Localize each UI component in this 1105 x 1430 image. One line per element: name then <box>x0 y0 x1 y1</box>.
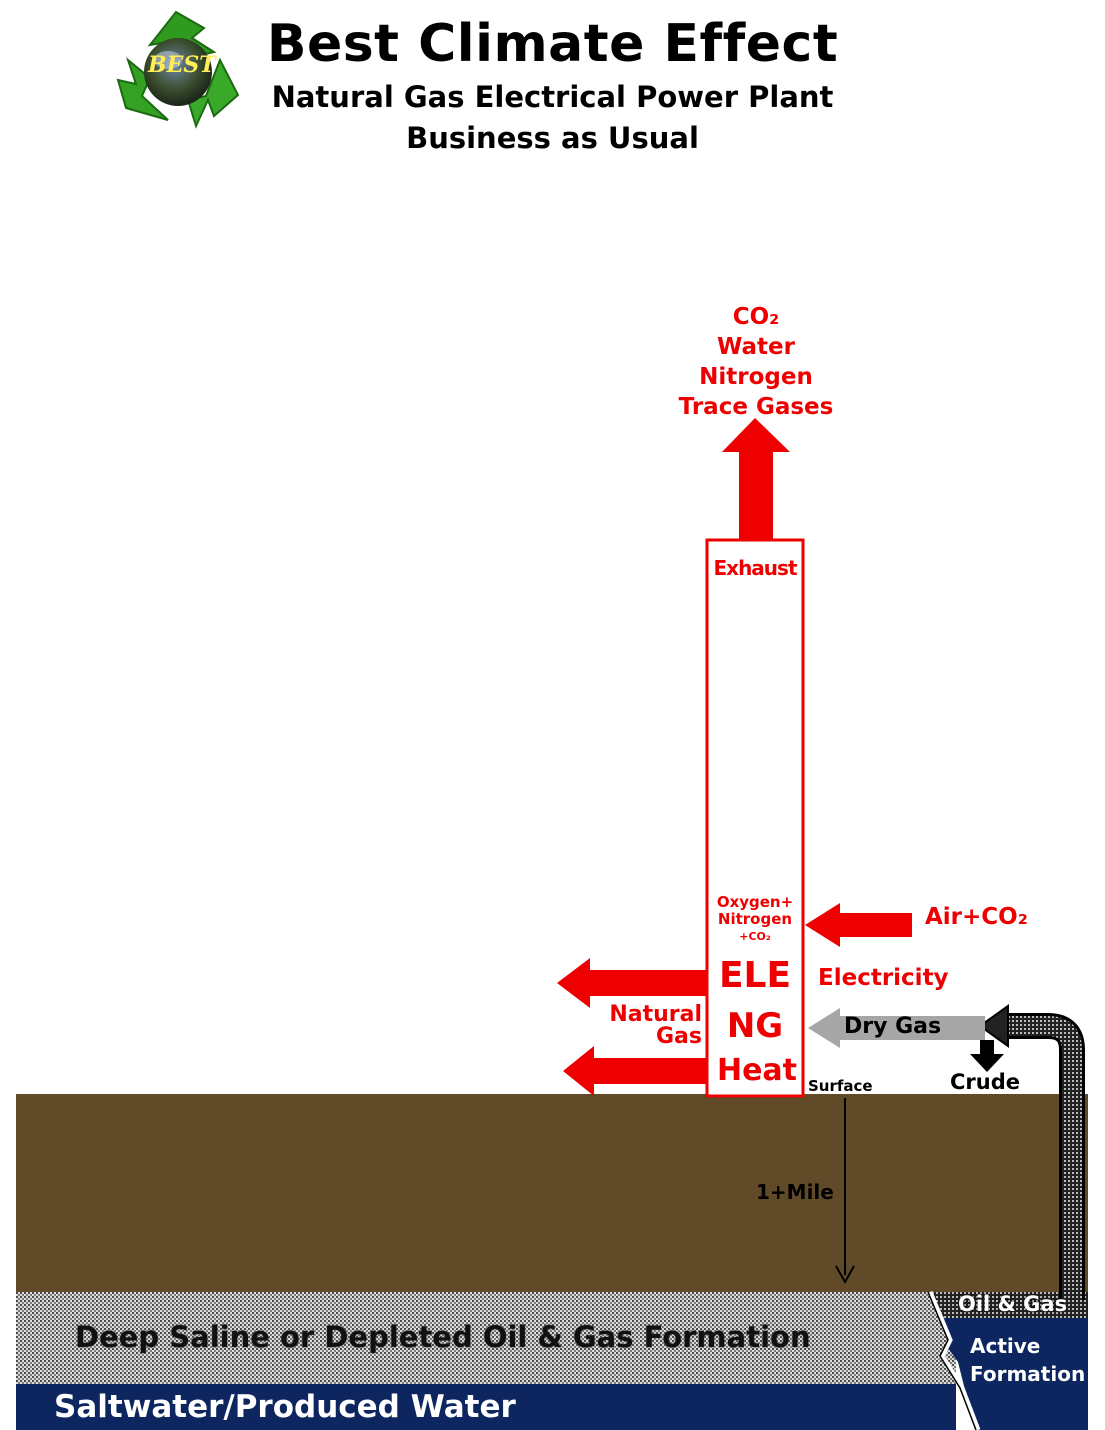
active-line2: Formation <box>970 1362 1086 1386</box>
exhaust-arrow <box>722 418 790 540</box>
pipe-arrow-head <box>978 1004 1009 1048</box>
dry-gas-label: Dry Gas <box>844 1014 942 1039</box>
emission-co2: CO₂ <box>732 304 780 330</box>
input-oxygen: Oxygen+ <box>716 893 794 911</box>
crude-arrow <box>970 1040 1004 1072</box>
power-plant-stack <box>705 538 805 1098</box>
active-formation-label: Active Formation <box>970 1332 1085 1388</box>
natural-gas-line2: Gas <box>656 1024 702 1049</box>
active-formation-layer <box>944 1318 1088 1430</box>
crude-label: Crude <box>950 1070 1020 1094</box>
page-title: Best Climate Effect <box>266 14 839 74</box>
heat-arrow <box>563 1046 706 1096</box>
natural-gas-line1: Natural <box>609 1002 702 1027</box>
air-co2-label: Air+CO₂ <box>925 904 1028 930</box>
natural-gas-label: Natural Gas <box>560 1004 702 1048</box>
oil-gas-label: Oil & Gas <box>958 1292 1068 1316</box>
best-logo-icon <box>116 10 240 129</box>
electricity-arrow <box>557 958 706 1008</box>
ground-layer <box>16 1094 1088 1292</box>
saltwater-label: Saltwater/Produced Water <box>54 1389 516 1425</box>
page-subtitle-2: Business as Usual <box>406 121 699 155</box>
emissions-label: CO₂ Water Nitrogen Trace Gases <box>640 302 872 422</box>
ele-label: ELE <box>718 955 792 996</box>
emission-trace-gases: Trace Gases <box>678 394 834 420</box>
oil-gas-layer <box>930 1292 1088 1318</box>
active-line1: Active <box>970 1334 1041 1358</box>
dry-gas-arrow <box>808 1008 985 1048</box>
formation-label: Deep Saline or Depleted Oil & Gas Format… <box>75 1320 811 1354</box>
depth-arrow-head <box>835 1265 855 1285</box>
stack-inputs-label: Oxygen+ Nitrogen +CO₂ <box>707 894 803 945</box>
saltwater-layer <box>16 1384 956 1430</box>
formation-layer <box>16 1292 956 1384</box>
depth-label: 1+Mile <box>756 1180 834 1204</box>
ng-label: NG <box>726 1006 784 1046</box>
exhaust-label: Exhaust <box>713 556 798 580</box>
logo-text: BEST <box>148 52 216 78</box>
heat-label: Heat <box>716 1053 798 1088</box>
air-arrow <box>805 903 912 947</box>
emission-water: Water <box>716 334 795 360</box>
surface-label: Surface <box>808 1077 873 1095</box>
input-co2: +CO₂ <box>739 930 771 943</box>
page-subtitle: Natural Gas Electrical Power Plant <box>271 80 834 114</box>
emission-nitrogen: Nitrogen <box>699 364 813 390</box>
electricity-label: Electricity <box>818 965 949 991</box>
fault-line <box>927 1291 981 1430</box>
input-nitrogen: Nitrogen <box>717 910 793 928</box>
